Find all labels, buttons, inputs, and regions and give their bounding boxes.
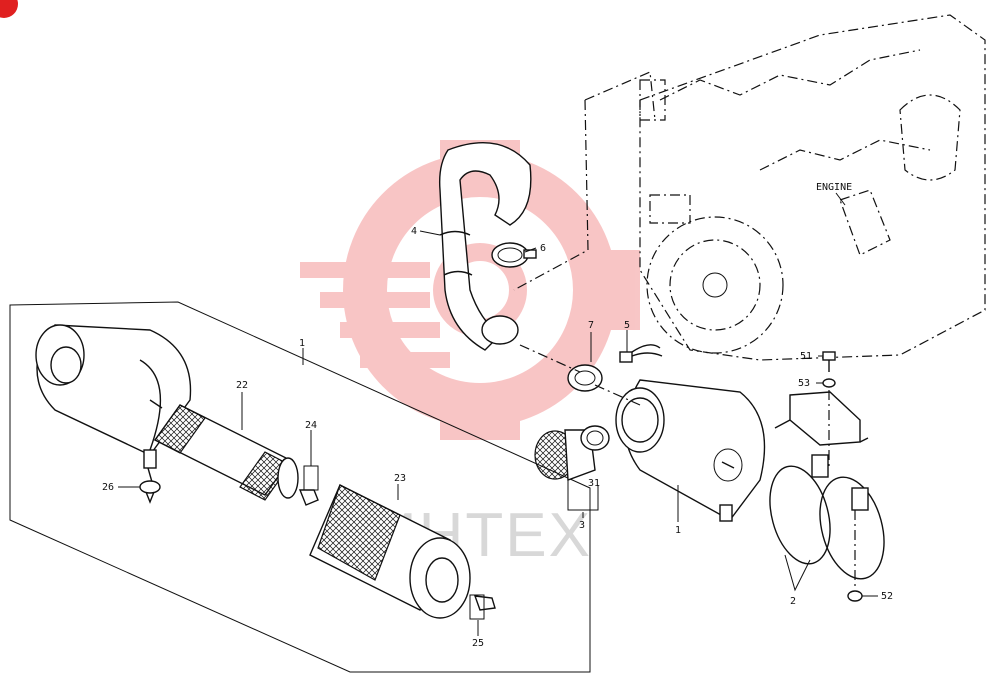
wing-nut-24-icon: [298, 465, 319, 506]
callout-4: 4: [411, 226, 417, 237]
callout-24: 24: [305, 420, 317, 431]
connection-line-engine: [513, 71, 656, 291]
callout-1-right: 1: [675, 525, 681, 536]
hose-clamp-7-icon: [567, 364, 603, 392]
outer-filter-element: [309, 484, 471, 619]
valve-26-icon: [139, 480, 161, 504]
callout-5: 5: [624, 320, 630, 331]
callout-7: 7: [588, 320, 594, 331]
bolt-51-icon: [822, 351, 836, 372]
mounting-bracket: [774, 391, 869, 446]
connection-line-hose: [519, 344, 641, 406]
callout-labels: 1 22 24 23 26 25 4 6 7 5 3 31 1 51 53 2 …: [102, 226, 893, 649]
engine-leader: [835, 192, 846, 206]
callout-51: 51: [800, 351, 812, 362]
engine-block: [639, 14, 986, 361]
callout-31: 31: [588, 478, 600, 489]
callout-26: 26: [102, 482, 114, 493]
nut-52-icon: [847, 590, 863, 602]
intake-hose: [438, 142, 532, 351]
wing-nut-25-icon: [469, 594, 496, 620]
exploded-view-frame: [9, 301, 591, 673]
mounting-band-2: [769, 454, 885, 580]
bolt-leader-line: [828, 390, 856, 590]
inner-filter-element: [153, 404, 299, 501]
hose-clamp-6-icon: [491, 242, 537, 268]
callout-2: 2: [790, 596, 796, 607]
engine-label: ENGINE: [816, 182, 852, 193]
callout-53: 53: [798, 378, 810, 389]
callout-23: 23: [394, 473, 406, 484]
washer-53-icon: [822, 378, 836, 388]
indicator-sensor-icon: [619, 344, 663, 363]
callout-1-top: 1: [299, 338, 305, 349]
callout-leaders: [118, 230, 878, 636]
callout-52: 52: [881, 591, 893, 602]
precleaner-assembly: [534, 425, 610, 481]
callout-25: 25: [472, 638, 484, 649]
air-cleaner-assembly-right: [615, 379, 766, 522]
callout-22: 22: [236, 380, 248, 391]
callout-6: 6: [540, 243, 546, 254]
air-cleaner-housing-left: [35, 324, 192, 483]
corner-badge-icon: [0, 0, 18, 18]
callout-3: 3: [579, 520, 585, 531]
